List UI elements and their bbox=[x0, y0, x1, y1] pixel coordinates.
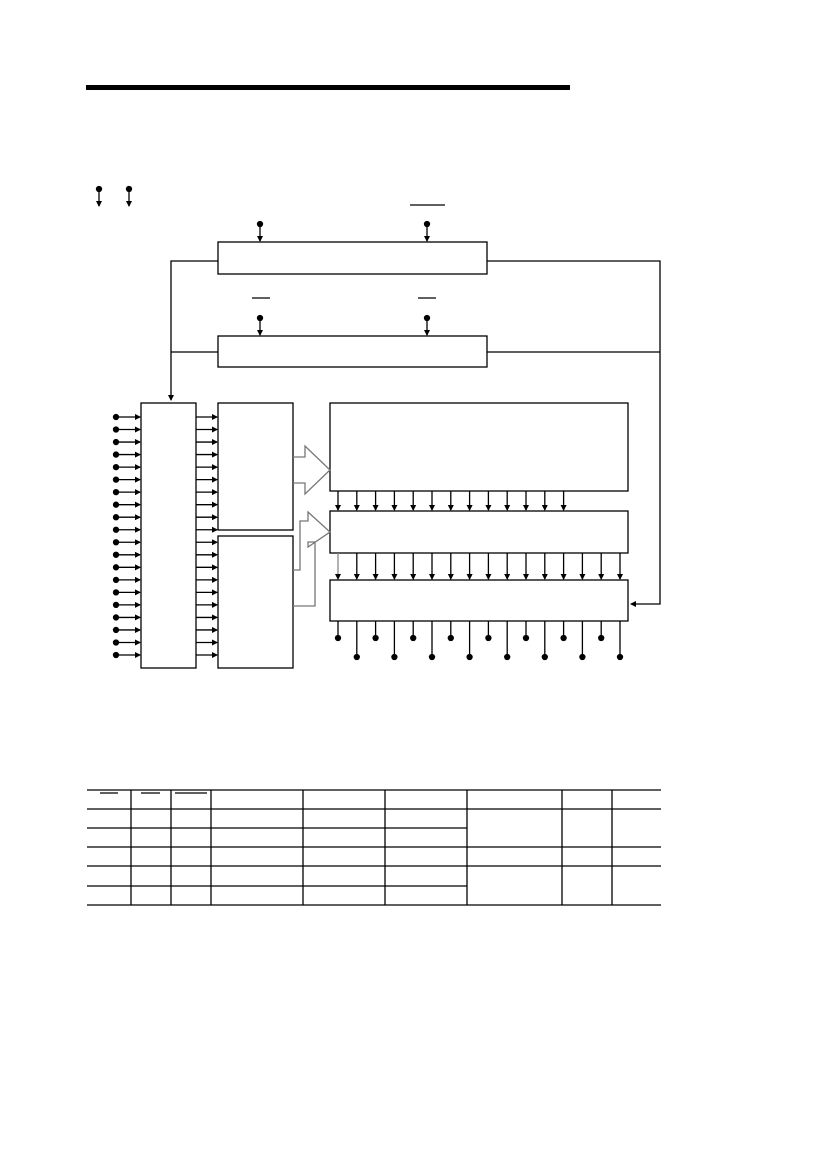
row-bus-arrow bbox=[293, 444, 331, 496]
data-output-pin bbox=[447, 634, 454, 642]
data-output-pin bbox=[541, 653, 548, 661]
column-decoder-block bbox=[217, 535, 294, 669]
sense-amp-block bbox=[329, 510, 629, 554]
header-rule bbox=[86, 85, 570, 90]
data-output-pin bbox=[598, 634, 605, 642]
control-line-left bbox=[168, 260, 218, 401]
data-output-pin bbox=[579, 653, 586, 661]
data-output-pin bbox=[391, 653, 398, 661]
data-output-pin bbox=[504, 653, 511, 661]
output-buffer-block bbox=[329, 579, 629, 622]
row-decoder-block bbox=[217, 402, 294, 531]
control-block-1 bbox=[217, 241, 488, 275]
data-output-pin bbox=[522, 634, 530, 642]
data-output-pin bbox=[485, 634, 492, 642]
memory-array-block bbox=[329, 402, 629, 492]
data-output-pin bbox=[334, 634, 342, 642]
data-output-pin bbox=[466, 653, 473, 661]
address-buffer-block bbox=[140, 402, 197, 669]
truth-table bbox=[87, 789, 661, 906]
data-output-pin bbox=[560, 634, 567, 642]
data-output-pin bbox=[410, 634, 417, 642]
data-output-pin bbox=[372, 634, 379, 642]
control-line-right bbox=[487, 260, 661, 607]
data-output-pin bbox=[616, 653, 624, 661]
block-diagram bbox=[140, 241, 661, 669]
control-block-2 bbox=[217, 335, 488, 368]
column-bus-arrow bbox=[293, 510, 332, 607]
data-output-pin bbox=[428, 653, 436, 661]
data-output-pin bbox=[353, 653, 360, 661]
